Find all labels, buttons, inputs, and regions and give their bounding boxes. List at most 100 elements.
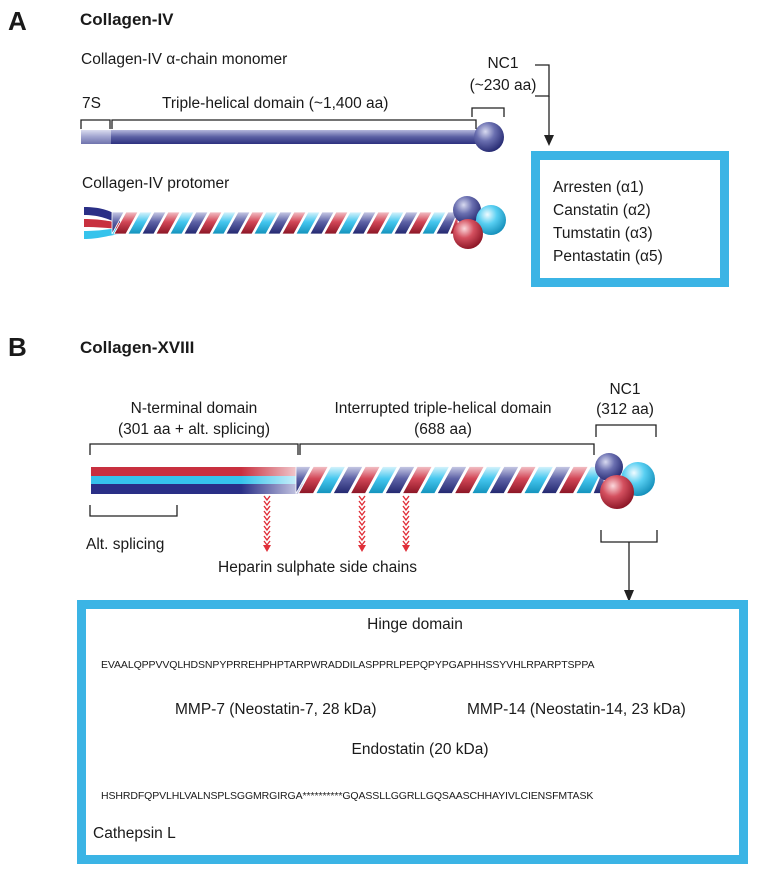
helix-segment-blue (393, 211, 419, 235)
monomer-triple-helical-rod (111, 130, 477, 144)
helix-segment-blue (267, 211, 293, 235)
heparin-chevron (263, 535, 271, 542)
helix-segment-red (297, 466, 329, 494)
helix-segment-red (323, 211, 349, 235)
heparin-side-chains (263, 495, 410, 552)
heparin-chevron (402, 500, 410, 507)
col18-nc1-sphere-red (600, 475, 634, 509)
helix-segment-blue (351, 211, 377, 235)
arrow-to-hinge-head (624, 590, 634, 602)
helix-segment-cyan (253, 211, 279, 235)
alt-splicing-label: Alt. splicing (86, 536, 165, 553)
heparin-chevron (358, 515, 366, 522)
helix-segment-blue (488, 466, 520, 494)
hinge-domain-label: Hinge domain (367, 616, 463, 633)
hinge-sequence: EVAALQPPVVQLHDSNPYPRREHPHPTARPWRADDILASP… (101, 659, 595, 671)
bracket-nc1-side (535, 64, 550, 97)
mmp7-label: MMP-7 (Neostatin-7, 28 kDa) (175, 701, 377, 718)
bracket-nc1-b-lower (600, 530, 658, 543)
bracket-triple-helical (111, 119, 477, 129)
n-terminal-label: N-terminal domain (130, 400, 258, 417)
tail-strand-blue (84, 207, 120, 224)
helix-segment-blue (332, 466, 364, 494)
heparin-chevron (358, 510, 366, 517)
helix-segment-cyan (367, 466, 399, 494)
nc1-b-size: (312 aa) (596, 401, 654, 418)
arrow-to-fragments-head (544, 135, 554, 146)
monomer-label: Collagen-IV α-chain monomer (81, 51, 288, 68)
helix-segment-cyan (419, 466, 451, 494)
heparin-chevron (263, 500, 271, 507)
panel-b-title: Collagen-XVIII (80, 338, 195, 357)
heparin-chevron (358, 525, 366, 532)
tail-strand-cyan (84, 228, 120, 239)
helix-segment-red (453, 466, 485, 494)
fragment-pentastatin: Pentastatin (α5) (553, 248, 663, 265)
heparin-chevron (358, 505, 366, 512)
heparin-chevron (263, 510, 271, 517)
panel-b-letter: B (8, 332, 27, 362)
heparin-chevron (263, 515, 271, 522)
helix-segment-cyan (421, 211, 447, 235)
nc1-a-size: (~230 aa) (469, 77, 537, 94)
heparin-chevron (402, 515, 410, 522)
heparin-chevron (358, 535, 366, 542)
heparin-chevron (358, 495, 366, 502)
helix-segment-cyan (169, 211, 195, 235)
helix-segment-red (155, 211, 181, 235)
helix-segment-cyan (337, 211, 363, 235)
helix-segment-cyan (379, 211, 405, 235)
nterm-strand-blue (177, 484, 305, 494)
endostatin-sequence: HSHRDFQPVLHLVALNSPLSGGMRGIRGA**********G… (101, 790, 594, 802)
monomer-7s-segment (81, 130, 111, 144)
alt-splice-strand-blue (91, 484, 177, 494)
heparin-chevron (263, 540, 271, 547)
heparin-chain-tip (402, 545, 410, 552)
interrupted-label: Interrupted triple-helical domain (334, 400, 552, 417)
alt-splice-strand-cyan (91, 476, 177, 484)
endostatin-label: Endostatin (20 kDa) (351, 741, 489, 758)
heparin-chevron (263, 495, 271, 502)
sequence-box (77, 600, 748, 864)
bracket-nc1-a (471, 107, 505, 117)
heparin-chevron (263, 505, 271, 512)
n-terminal-size: (301 aa + alt. splicing) (117, 421, 271, 438)
triple-helical-label: Triple-helical domain (~1,400 aa) (162, 95, 389, 112)
col18-nc1-sphere-blue (595, 453, 623, 481)
heparin-chain-1 (263, 495, 271, 552)
heparin-chevron (358, 540, 366, 547)
helix-segment-red (505, 466, 537, 494)
helix-segment-red (557, 466, 589, 494)
nterm-strand-red (177, 467, 305, 476)
panel-a-title: Collagen-IV (80, 10, 174, 29)
helix-segment-blue (309, 211, 335, 235)
helix-segment-cyan (211, 211, 237, 235)
helix-segment-blue (384, 466, 416, 494)
heparin-chevron (402, 505, 410, 512)
helix-segment-red (365, 211, 391, 235)
fragment-arresten: Arresten (α1) (553, 179, 644, 196)
cathepsin-label: Cathepsin L (93, 825, 176, 842)
bracket-n-terminal (89, 443, 299, 455)
bracket-7s (80, 119, 111, 129)
helix-segment-red (407, 211, 433, 235)
nc1-b-label: NC1 (609, 381, 641, 398)
helix-segment-red (401, 466, 433, 494)
heparin-chevron (358, 520, 366, 527)
helix-segment-red (281, 211, 307, 235)
nterm-strand-cyan (177, 476, 305, 484)
helix-segment-blue (540, 466, 572, 494)
monomer-diagram (80, 64, 554, 152)
heparin-chain-tip (263, 545, 271, 552)
heparin-chevron (402, 535, 410, 542)
fragments-box: Arresten (α1) Canstatin (α2) Tumstatin (… (531, 151, 729, 287)
helix-segment-blue (436, 466, 468, 494)
fragment-canstatin: Canstatin (α2) (553, 202, 651, 219)
heparin-chain-2 (358, 495, 366, 552)
helix-segment-red (113, 211, 139, 235)
helix-segment-cyan (315, 466, 347, 494)
heparin-chevron (263, 530, 271, 537)
heparin-chain-3 (402, 495, 410, 552)
